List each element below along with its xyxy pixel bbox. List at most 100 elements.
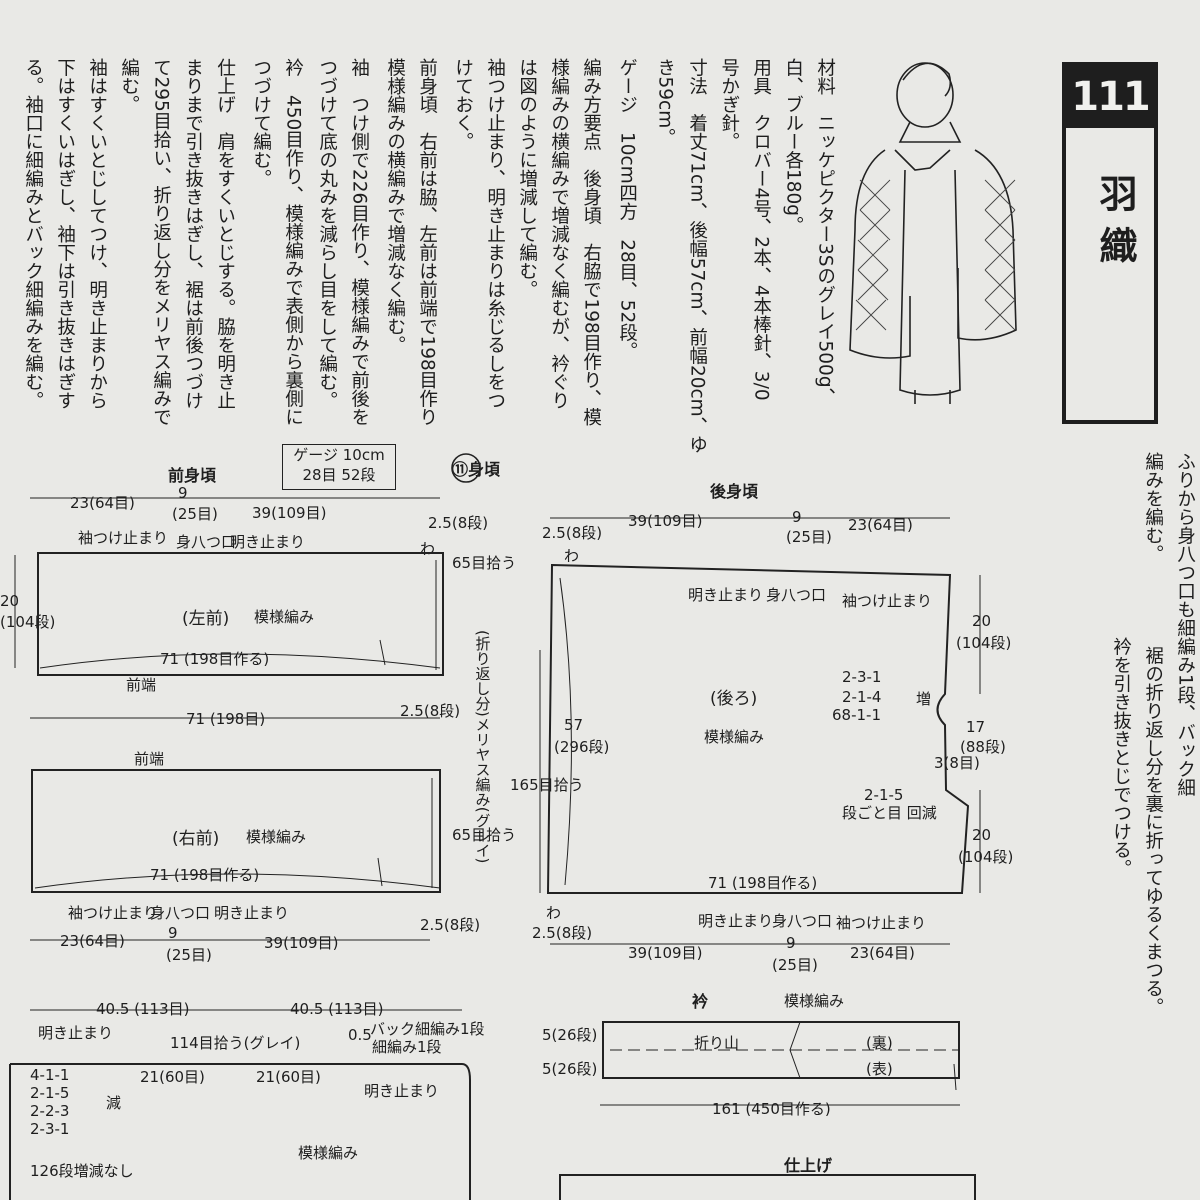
collar-stitch: 模様編み xyxy=(784,992,845,1010)
label-39b: 39(109目) xyxy=(264,934,339,952)
gauge-line-1: ゲージ 10cm xyxy=(293,446,385,464)
text-right-1: ふりから身八つ口も細編み1段、バック細 xyxy=(1174,452,1196,797)
back-296: (296段) xyxy=(554,738,610,756)
back-39: 39(109目) xyxy=(628,512,703,530)
back-inc-label: 増 xyxy=(916,690,932,708)
label-miyatsuguchi-2: 身八つ口 xyxy=(150,904,211,922)
back-17: 17 xyxy=(966,718,986,736)
label-right-front: (右前) xyxy=(172,829,220,849)
sleeve-114: 114目拾う(グレイ) xyxy=(170,1034,301,1052)
sleeve-open-stop-2: 明き止まり xyxy=(364,1082,440,1100)
text-tools: 用具 クロバー4号、2本、4本棒針、3/0 xyxy=(750,58,772,401)
back-39b: 39(109目) xyxy=(628,944,703,962)
sleeve-pattern: 模様編み xyxy=(298,1144,359,1162)
text-collar: 衿 450目作り、模様編みで表側から裏側に xyxy=(282,58,304,427)
label-71-left: 71 (198目作る) xyxy=(160,650,270,668)
text-sleeve: 袖 つけ側で226目作り、模様編みで前後を xyxy=(348,58,370,427)
back-20a: 20 xyxy=(972,612,992,630)
text-materials-2: 白、ブルー各180g。 xyxy=(782,58,804,235)
back-23: 23(64目) xyxy=(848,516,913,534)
back-open-stop-2: 明き止まり xyxy=(698,912,774,930)
collar-5a: 5(26段) xyxy=(542,1026,598,1044)
text-size: 寸法 着丈71cm、後幅57cm、前幅20cm、ゆ xyxy=(686,58,708,454)
label-104: (104段) xyxy=(0,613,56,631)
heading-back-body: 後身頃 xyxy=(710,482,759,501)
label-25: 2.5(8段) xyxy=(400,702,461,720)
text-right-3: 衿を引き抜きとじでつける。 xyxy=(1110,452,1132,878)
back-wa: わ xyxy=(564,547,580,565)
text-front-2: 模様編みの横編みで増減なく編む。 xyxy=(384,58,406,354)
collar-front: (表) xyxy=(866,1060,893,1078)
back-9b: 9 xyxy=(786,934,796,952)
label-left-front: (左前) xyxy=(182,609,230,629)
collar-5b: 5(26段) xyxy=(542,1060,598,1078)
text-finish-4: 編む。 xyxy=(118,58,140,114)
label-25eye: (25目) xyxy=(166,946,212,964)
sleeve-dec-1: 4-1-1 xyxy=(30,1066,70,1084)
back-165: 165目拾う xyxy=(510,776,584,794)
dim-front-3: (25目) xyxy=(172,505,218,523)
sleeve-dec-2: 2-1-5 xyxy=(30,1084,70,1102)
text-size-2: き59cm。 xyxy=(654,58,676,147)
label-pattern-1: 模様編み xyxy=(254,608,315,626)
text-tools-2: 号かぎ針。 xyxy=(718,58,740,151)
sleeve-21b: 21(60目) xyxy=(256,1068,321,1086)
back-inc-1: 2-3-1 xyxy=(842,668,882,686)
label-front-edge: 前端 xyxy=(126,676,157,694)
sleeve-open-stop: 明き止まり xyxy=(38,1024,114,1042)
heading-body: ⑪身頃 xyxy=(452,460,501,479)
text-sleeve-2: つづけて底の丸みを減らし目をして編む。 xyxy=(316,58,338,410)
dim-front-5: 2.5(8段) xyxy=(428,514,489,532)
sleeve-dec-4: 2-3-1 xyxy=(30,1120,70,1138)
back-dec-2: 段ごと目 回減 xyxy=(842,804,937,822)
label-sleeve-stop-2: 袖つけ止まり xyxy=(68,904,159,922)
back-25eye-b: (25目) xyxy=(772,956,818,974)
back-wa-2: わ xyxy=(546,904,562,922)
text-method: 編み方要点 後身頃 右脇で198目作り、模 xyxy=(580,58,602,427)
sleeve-21a: 21(60目) xyxy=(140,1068,205,1086)
back-miyatsuguchi-2: 身八つ口 xyxy=(772,912,833,930)
sleeve-40b: 40.5 (113目) xyxy=(290,1000,384,1018)
collar-161: 161 (450目作る) xyxy=(712,1100,831,1118)
text-collar-2: つづけて編む。 xyxy=(250,58,272,188)
label-71-right: 71 (198目作る) xyxy=(150,866,260,884)
text-method-2: 様編みの横編みで増減なく編むが、衿ぐり xyxy=(548,58,570,410)
label-25b: 2.5(8段) xyxy=(420,916,481,934)
text-finish-2: まりまで引き抜きはぎし、裾は前後つづけ xyxy=(182,58,204,410)
back-25eye: (25目) xyxy=(786,528,832,546)
label-miyatsuguchi: 身八つ口 xyxy=(176,533,237,551)
text-finish-7: る。袖口に細編みとバック細編みを編む。 xyxy=(22,58,44,410)
label-front-edge-2: 前端 xyxy=(134,750,165,768)
back-9: 9 xyxy=(792,508,802,526)
label-wa: わ xyxy=(420,540,436,558)
sleeve-dec-label: 減 xyxy=(106,1094,122,1112)
text-finish-5: 袖はすくいとじしてつけ、明き止まりから xyxy=(86,58,108,410)
label-23b: 23(64目) xyxy=(60,932,125,950)
back-25: 2.5(8段) xyxy=(542,524,603,542)
sleeve-40a: 40.5 (113目) xyxy=(96,1000,190,1018)
back-104a: (104段) xyxy=(956,634,1012,652)
dim-front-1: 23(64目) xyxy=(70,494,135,512)
back-25b: 2.5(8段) xyxy=(532,924,593,942)
label-20: 20 xyxy=(0,592,20,610)
heading-collar: 衿 xyxy=(692,992,709,1011)
label-65: 65目拾う xyxy=(452,554,517,572)
label-open-stop-2: 明き止まり xyxy=(214,904,290,922)
sleeve-05: 0.5 xyxy=(348,1026,372,1044)
text-method-5: けておく。 xyxy=(452,58,474,151)
back-71: 71 (198目作る) xyxy=(708,874,818,892)
sleeve-dec-3: 2-2-3 xyxy=(30,1102,70,1120)
label-9b: 9 xyxy=(168,924,178,942)
back-inc-3: 68-1-1 xyxy=(832,706,881,724)
label-sleeve-stop: 袖つけ止まり xyxy=(78,529,169,547)
pattern-number: 111 xyxy=(1066,66,1154,128)
text-finish-3: て295目拾い、折り返し分をメリヤス編みで xyxy=(150,58,172,427)
text-materials: 材料 ニッケピクター3Sのグレイ500g、 xyxy=(814,58,836,407)
dim-front-4: 39(109目) xyxy=(252,504,327,522)
collar-back: (裏) xyxy=(866,1034,893,1052)
gauge-line-2: 28目 52段 xyxy=(302,466,376,484)
text-method-3: は図のように増減して編む。 xyxy=(516,58,538,299)
label-open-stop: 明き止まり xyxy=(230,533,306,551)
collar-fold: 折り山 xyxy=(694,1034,740,1052)
